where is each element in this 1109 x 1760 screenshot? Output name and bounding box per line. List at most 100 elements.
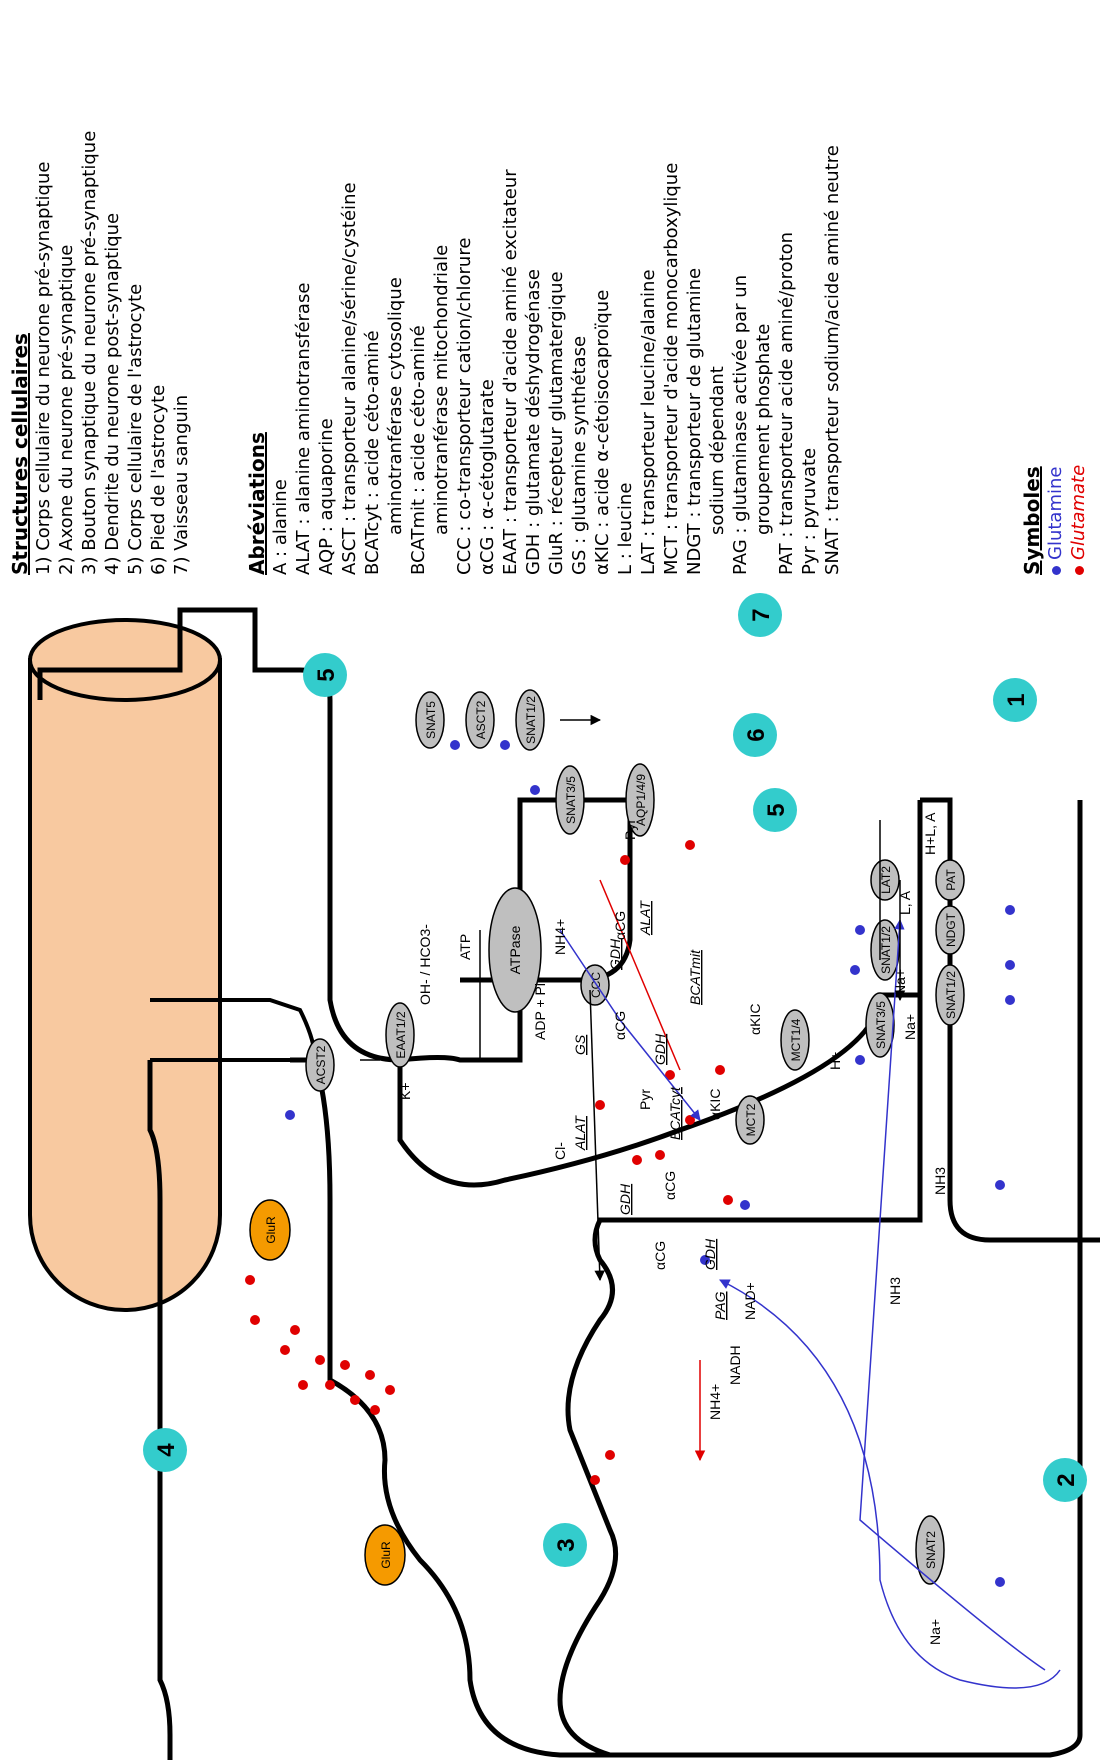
label-pyr-bouton: Pyr bbox=[637, 1089, 653, 1110]
transporter-asct2-foot: ASCT2 bbox=[465, 691, 495, 749]
label-acg-3: αCG bbox=[652, 1241, 668, 1270]
abbreviation-item: MCT : transporteur d'acide monocarboxyli… bbox=[661, 162, 682, 575]
label-cl: Cl- bbox=[552, 1142, 568, 1160]
enzyme-gs: GS bbox=[572, 1034, 588, 1055]
transporter-aqp: AQP1/4/9 bbox=[625, 763, 655, 837]
structures-section: Structures cellulaires 1) Corps cellulai… bbox=[8, 131, 193, 575]
transporter-snat5-foot: SNAT5 bbox=[415, 691, 445, 749]
abbreviation-item: CCC : co-transporteur cation/chlorure bbox=[454, 237, 475, 575]
label-na-snat12: Na+ bbox=[892, 969, 908, 995]
legend-panel: Structures cellulaires 1) Corps cellulai… bbox=[0, 15, 1109, 585]
label-na-snat35: Na+ bbox=[902, 1014, 918, 1040]
symbol-glutamate-label: Glutamate bbox=[1068, 464, 1089, 560]
abbreviations-title: Abréviations bbox=[245, 432, 269, 575]
abbreviation-item: ALAT : alanine aminotransférase bbox=[293, 282, 314, 575]
abbreviation-item: BCATcyt : acide céto-aminé bbox=[362, 330, 383, 575]
glutamate-receptor-presynaptic: GluR bbox=[364, 1524, 406, 1586]
label-atp: ATP bbox=[457, 934, 473, 960]
enzyme-bcatcyt: BCATcyt bbox=[667, 1086, 683, 1140]
label-acg-4: αCG bbox=[662, 1171, 678, 1200]
transporter-acst2: ACST2 bbox=[305, 1038, 335, 1092]
molecule-labels: Na+ NH3 NH3 H+L, A L, A Na+ Na+ H+ αKIC … bbox=[397, 812, 948, 1645]
label-h-mct14: H+ bbox=[827, 1052, 843, 1070]
svg-text:LAT2: LAT2 bbox=[879, 866, 893, 894]
glutamate-receptor-postsynaptic: GluR bbox=[249, 1199, 291, 1261]
svg-text:SNAT1/2: SNAT1/2 bbox=[879, 926, 893, 974]
label-nh3-a: NH3 bbox=[887, 1277, 903, 1305]
region-label-6: 6 bbox=[743, 728, 770, 741]
label-acg-1: αCG bbox=[612, 911, 628, 940]
enzyme-alat-astro: ALAT bbox=[637, 900, 653, 936]
structure-item: 4) Dendrite du neurone post-synaptique bbox=[102, 212, 123, 575]
label-oh-hco3: OH- / HCO3- bbox=[417, 924, 433, 1005]
transporter-snat12-astro: SNAT1/2 bbox=[870, 919, 900, 981]
glutamate-dot-icon bbox=[1074, 566, 1084, 575]
svg-text:SNAT1/2: SNAT1/2 bbox=[524, 696, 538, 744]
region-labels: 1 2 3 4 5 5 6 7 bbox=[143, 593, 1087, 1567]
transporter-ndgt: NDGT bbox=[935, 905, 965, 955]
transporter-pat: PAT bbox=[935, 859, 965, 901]
abbreviation-item: PAG : glutaminase activée par un bbox=[730, 274, 751, 575]
svg-text:GluR: GluR bbox=[264, 1216, 278, 1244]
region-label-4: 4 bbox=[153, 1443, 180, 1457]
region-label-5a: 5 bbox=[763, 803, 790, 816]
transporters: SNAT2 PAT NDGT SNAT1/2 LAT2 SNAT1/2 SNAT… bbox=[249, 689, 965, 1586]
enzyme-gdh-astro: GDH bbox=[607, 938, 623, 970]
structure-item: 3) Bouton synaptique du neurone pré-syna… bbox=[79, 130, 100, 575]
transporter-lat2: LAT2 bbox=[870, 859, 900, 901]
flow-arrows bbox=[360, 714, 1061, 1689]
abbreviation-item: aminotranférase cytosolique bbox=[385, 277, 406, 535]
abbreviation-item: aminotranférase mitochondriale bbox=[431, 244, 452, 535]
structures-title: Structures cellulaires bbox=[8, 333, 32, 575]
postsynaptic-dendrite-membrane bbox=[147, 1060, 173, 1760]
label-k: K+ bbox=[397, 1082, 413, 1100]
structure-item: 1) Corps cellulaire du neurone pré-synap… bbox=[33, 161, 54, 575]
label-acg-2: αCG bbox=[612, 1011, 628, 1040]
symbol-glutamine-label: Glutamine bbox=[1045, 466, 1066, 560]
svg-text:SNAT3/5: SNAT3/5 bbox=[874, 1001, 888, 1049]
label-la: L, A bbox=[897, 890, 913, 915]
enzyme-pag: PAG bbox=[712, 1291, 728, 1320]
abbreviation-item: αKIC : acide α-cétoisocaproïque bbox=[592, 289, 613, 575]
label-akic-bouton: αKIC bbox=[707, 1089, 723, 1120]
label-adp-pi: ADP + Pi bbox=[532, 983, 548, 1040]
structure-item: 2) Axone du neurone pré-synaptique bbox=[56, 244, 77, 575]
transporter-snat12-foot: SNAT1/2 bbox=[515, 689, 545, 751]
svg-text:ACST2: ACST2 bbox=[314, 1045, 328, 1084]
enzyme-gdh-bouton-a: GDH bbox=[617, 1183, 633, 1215]
abbreviation-item: LAT : transporteur leucine/alanine bbox=[638, 269, 659, 575]
svg-text:MCT2: MCT2 bbox=[744, 1103, 758, 1136]
structure-item: 7) Vaisseau sanguin bbox=[171, 394, 192, 575]
structures-list: 1) Corps cellulaire du neurone pré-synap… bbox=[32, 131, 193, 575]
glutamine-molecules bbox=[285, 740, 1015, 1587]
presynaptic-neuron-membrane bbox=[557, 800, 1083, 1758]
transporter-snat12-neuron: SNAT1/2 bbox=[935, 964, 965, 1026]
label-akic-astro: αKIC bbox=[747, 1004, 763, 1035]
glutamine-dot-icon bbox=[1051, 566, 1061, 575]
region-label-2: 2 bbox=[1053, 1473, 1080, 1486]
abbreviation-item: A : alanine bbox=[270, 479, 291, 575]
label-nh3-b: NH3 bbox=[932, 1167, 948, 1195]
svg-text:GluR: GluR bbox=[379, 1541, 393, 1569]
abbreviation-item: GluR : récepteur glutamatergique bbox=[546, 271, 567, 575]
label-hla: H+L, A bbox=[922, 812, 938, 855]
region-label-1: 1 bbox=[1003, 693, 1030, 706]
svg-text:AQP1/4/9: AQP1/4/9 bbox=[634, 774, 648, 826]
transporter-snat35-astro: SNAT3/5 bbox=[865, 992, 895, 1058]
enzyme-bcatmit: BCATmit bbox=[687, 949, 703, 1005]
symbol-glutamine: Glutamine bbox=[1044, 465, 1067, 575]
symbols-title: Symboles bbox=[1020, 466, 1044, 575]
enzyme-alat-bouton: ALAT bbox=[572, 1115, 588, 1151]
abbreviation-item: EAAT : transporteur d'acide aminé excita… bbox=[500, 169, 521, 575]
enzyme-gdh-mit: GDH bbox=[652, 1033, 668, 1065]
abbreviation-item: Pyr : pyruvate bbox=[799, 447, 820, 575]
abbreviation-item: SNAT : transporteur sodium/acide aminé n… bbox=[822, 145, 843, 575]
structure-item: 5) Corps cellulaire de l'astrocyte bbox=[125, 283, 146, 575]
blood-vessel bbox=[28, 618, 222, 1312]
glutamate-glutamine-cycle-diagram: 1 2 3 4 5 5 6 7 SNAT2 PAT NDGT SNAT1/2 L… bbox=[28, 593, 1100, 1760]
transporter-atpase-pump: ATPase bbox=[488, 887, 542, 1013]
